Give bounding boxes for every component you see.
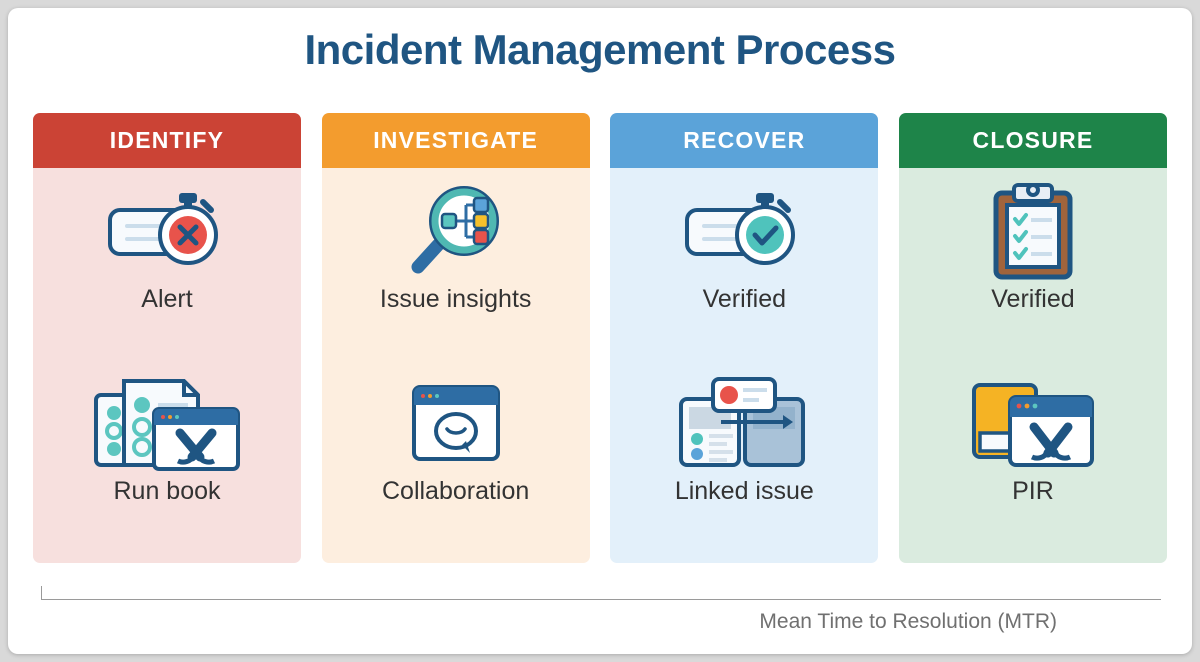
page-title: Incident Management Process — [304, 26, 896, 73]
verified-stopwatch-icon — [682, 178, 807, 283]
process-column-closure[interactable]: CLOSURE — [898, 113, 1167, 563]
process-item-verified-recover[interactable]: Verified — [610, 178, 878, 348]
column-body-investigate: Issue insights — [321, 168, 590, 563]
process-column-identify[interactable]: IDENTIFY — [33, 113, 301, 563]
clipboard-checklist-icon — [990, 178, 1076, 283]
mtr-axis-label: Mean Time to Resolution (MTR) — [759, 610, 1057, 633]
process-item-pir[interactable]: PIR — [899, 370, 1167, 540]
column-header-identify: IDENTIFY — [33, 113, 301, 168]
process-columns: IDENTIFY — [33, 113, 1167, 563]
process-item-verified-closure[interactable]: Verified — [899, 178, 1167, 348]
column-body-closure: Verified — [898, 168, 1167, 563]
column-header-investigate: INVESTIGATE — [321, 113, 590, 168]
column-body-identify: Alert — [33, 168, 301, 563]
process-item-label: Alert — [141, 285, 193, 313]
process-item-run-book[interactable]: Run book — [33, 370, 301, 540]
process-item-collaboration[interactable]: Collaboration — [322, 370, 590, 540]
browser-chat-bubble-icon — [410, 370, 502, 475]
diagram-card: Incident Management Process IDENTIFY — [8, 8, 1192, 654]
column-header-closure: CLOSURE — [898, 113, 1167, 168]
mtr-axis-line — [41, 586, 1161, 600]
process-item-label: Verified — [702, 285, 786, 313]
process-item-issue-insights[interactable]: Issue insights — [322, 178, 590, 348]
process-item-alert[interactable]: Alert — [33, 178, 301, 348]
process-item-label: Verified — [991, 285, 1075, 313]
magnifier-nodes-icon — [406, 178, 506, 283]
process-item-linked-issue[interactable]: Linked issue — [610, 370, 878, 540]
process-item-label: Linked issue — [674, 477, 814, 505]
alert-stopwatch-icon — [105, 178, 230, 283]
process-item-label: PIR — [1012, 477, 1054, 505]
column-header-recover: RECOVER — [610, 113, 879, 168]
process-item-label: Run book — [113, 477, 221, 505]
process-item-label: Issue insights — [379, 285, 532, 313]
process-column-investigate[interactable]: INVESTIGATE — [321, 113, 590, 563]
process-column-recover[interactable]: RECOVER — [610, 113, 879, 563]
run-book-documents-icon — [92, 370, 242, 475]
column-body-recover: Verified — [610, 168, 879, 563]
linked-panels-arrow-icon — [677, 370, 811, 475]
process-item-label: Collaboration — [381, 477, 530, 505]
book-browser-icon — [970, 370, 1096, 475]
